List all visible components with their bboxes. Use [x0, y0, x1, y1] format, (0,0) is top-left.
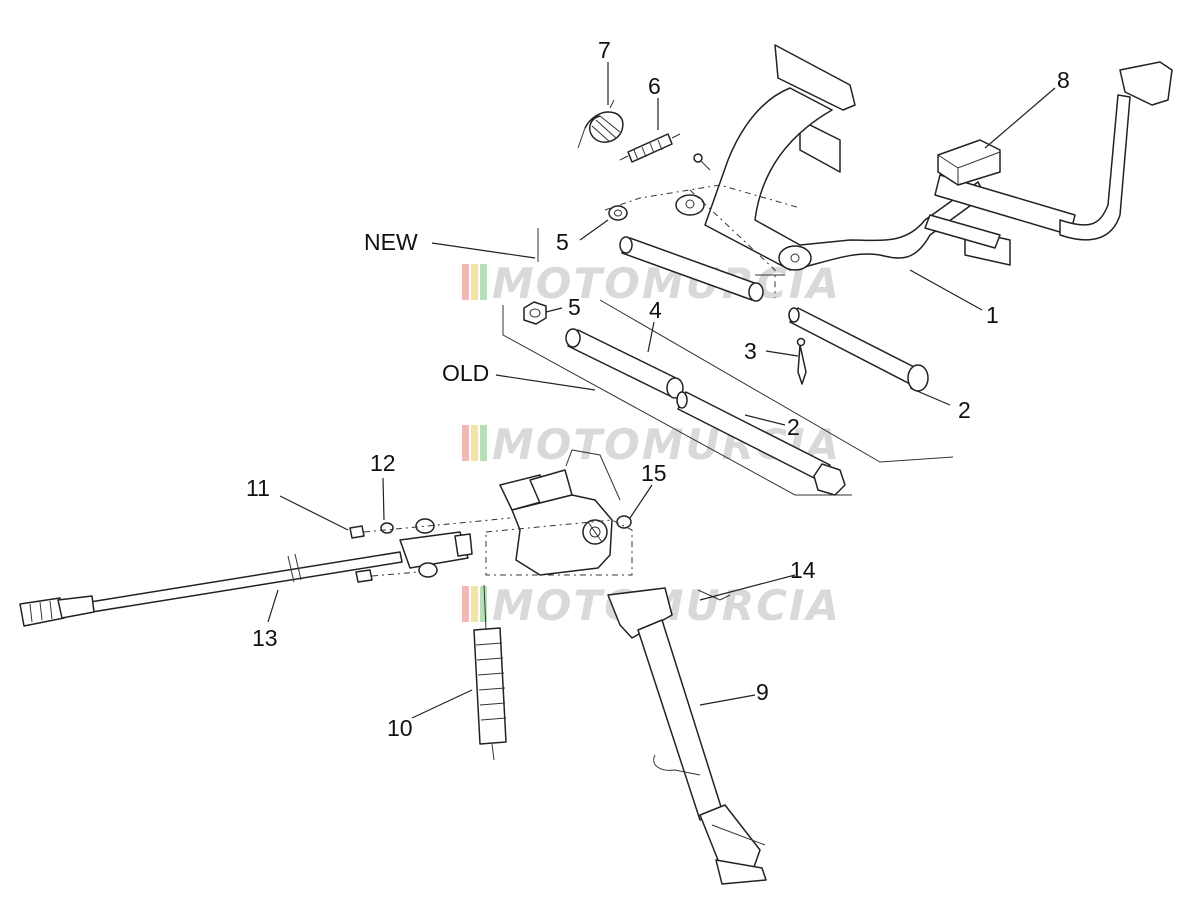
spring-part-7 — [577, 99, 624, 149]
callout-9: 9 — [756, 679, 769, 705]
tube-part-4 — [565, 328, 684, 399]
callout-12: 12 — [370, 450, 396, 476]
bushing-new — [619, 236, 764, 302]
callout-labels: 7 6 8 1 5 5 4 3 2 2 NEW OLD 12 11 15 14 … — [246, 37, 1070, 741]
callout-3: 3 — [744, 338, 757, 364]
callout-2-upper: 2 — [958, 397, 971, 423]
callout-15: 15 — [641, 460, 667, 486]
cotter-pin-part-3 — [796, 337, 807, 385]
callout-10: 10 — [387, 715, 413, 741]
pin-part-2-lower — [676, 391, 846, 496]
spring-part-6 — [619, 133, 681, 163]
callout-6: 6 — [648, 73, 661, 99]
note-old: OLD — [442, 360, 489, 386]
callout-5-nut: 5 — [568, 294, 581, 320]
washer-part-5 — [608, 205, 628, 221]
old-new-outline — [502, 184, 954, 496]
callout-13: 13 — [252, 625, 278, 651]
callout-7: 7 — [598, 37, 611, 63]
callout-1: 1 — [986, 302, 999, 328]
side-stand-part-9 — [607, 587, 767, 885]
central-stand-part-1 — [675, 44, 1173, 276]
pin-part-2-upper — [788, 307, 929, 392]
leader-lines — [267, 62, 1056, 719]
rubber-pad-part-8 — [937, 139, 1001, 186]
callout-2-lower: 2 — [787, 414, 800, 440]
callout-5-washer: 5 — [556, 229, 569, 255]
switch-bracket — [485, 449, 633, 576]
callout-11: 11 — [246, 475, 270, 501]
callout-14: 14 — [790, 557, 816, 583]
note-new: NEW — [364, 229, 418, 255]
sidestand-switch-assembly — [19, 517, 511, 627]
nut-part-5 — [523, 301, 547, 325]
spring-part-10 — [473, 584, 507, 761]
callout-8: 8 — [1057, 67, 1070, 93]
callout-4: 4 — [649, 297, 662, 323]
